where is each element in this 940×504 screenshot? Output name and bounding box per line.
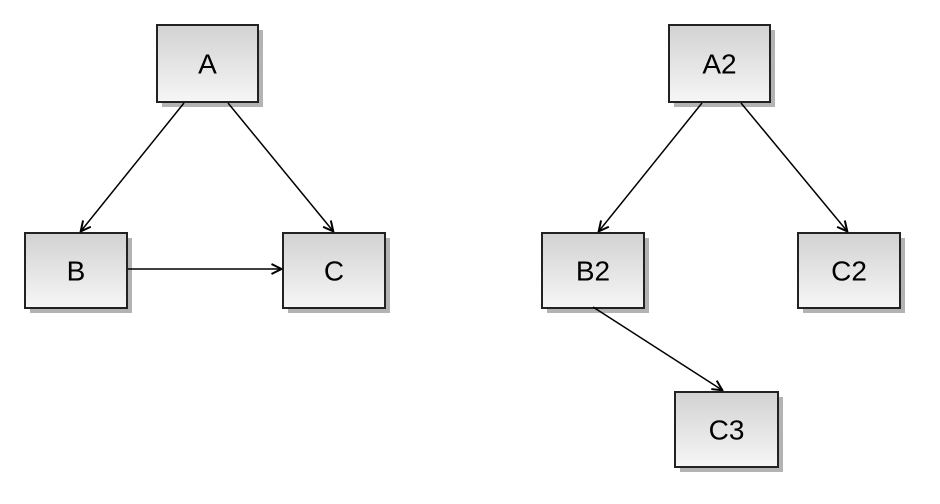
node-C3-label: C3 [709,414,745,445]
edge-A2-B2[interactable] [599,102,703,231]
node-C2[interactable] [797,232,901,309]
node-A[interactable] [156,24,259,103]
node-B2-label: B2 [576,255,610,286]
node-B2[interactable] [541,232,645,309]
node-A2-label: A2 [702,48,736,79]
node-A2[interactable] [668,24,771,103]
node-C2-label: C2 [831,255,867,286]
edge-B2-C3[interactable] [592,306,722,390]
left-graph: A B C [24,24,390,313]
node-C-label: C [324,255,344,286]
edge-A2-C2[interactable] [740,102,847,231]
edge-A-C[interactable] [227,102,333,231]
node-B[interactable] [24,232,128,309]
edge-A-B[interactable] [81,102,185,231]
node-A-label: A [198,48,217,79]
node-C3[interactable] [674,391,779,468]
node-B-label: B [67,255,86,286]
